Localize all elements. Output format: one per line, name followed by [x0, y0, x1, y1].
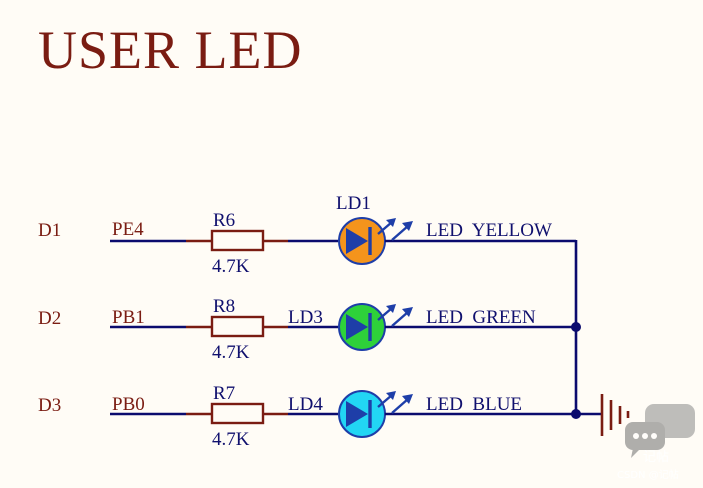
- pin-label: PB0: [112, 394, 145, 415]
- resistor-designator: R7: [213, 383, 235, 404]
- csdn-watermark: 记帖 CSDN @记帖: [617, 404, 695, 481]
- watermark-caption: CSDN @记帖: [617, 468, 679, 481]
- led-color-label: LED YELLOW: [426, 220, 552, 241]
- diode-triangle-icon: [346, 401, 368, 427]
- led-designator: LD3: [288, 307, 323, 328]
- resistor-value: 4.7K: [212, 342, 250, 363]
- schematic-title: USER LED: [38, 20, 303, 80]
- pin-label: PE4: [112, 219, 144, 240]
- net-label: D2: [38, 308, 61, 329]
- resistor-value: 4.7K: [212, 429, 250, 450]
- net-label: D3: [38, 395, 61, 416]
- led-color-label: LED GREEN: [426, 307, 536, 328]
- pin-label: PB1: [112, 307, 145, 328]
- light-emission-arrow-icon: [377, 218, 413, 241]
- led-circuit-row: D3 PB0 R7 4.7K LD4 LED BLUE: [38, 383, 576, 450]
- chat-bubble-icon: [625, 404, 695, 458]
- watermark-title: 记帖: [643, 450, 669, 465]
- resistor-body: [210, 229, 265, 252]
- resistor-designator: R6: [213, 210, 235, 231]
- resistor-value: 4.7K: [212, 256, 250, 277]
- diode-triangle-icon: [346, 228, 368, 254]
- net-label: D1: [38, 220, 61, 241]
- ground-icon: [600, 394, 630, 436]
- led-circuit-row: D2 PB1 R8 4.7K LD3 LED GREEN: [38, 296, 576, 363]
- led-circuit-row: D1 PE4 R6 4.7K LD1 LED YELLOW: [38, 193, 576, 277]
- led-symbol: [338, 390, 576, 438]
- diode-triangle-icon: [346, 314, 368, 340]
- led-symbol: [338, 217, 576, 265]
- resistor-designator: R8: [213, 296, 235, 317]
- led-designator: LD1: [336, 193, 371, 214]
- resistor-body: [210, 402, 265, 425]
- resistor-body: [210, 315, 265, 338]
- light-emission-arrow-icon: [377, 391, 413, 414]
- led-symbol: [338, 303, 576, 351]
- led-designator: LD4: [288, 394, 323, 415]
- led-color-label: LED BLUE: [426, 394, 522, 415]
- light-emission-arrow-icon: [377, 304, 413, 327]
